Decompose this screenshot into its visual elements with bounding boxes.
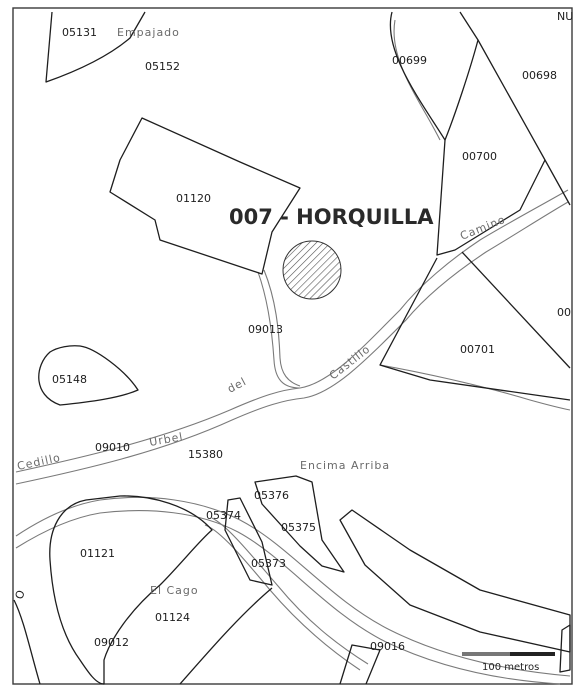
parcel-label: 05148: [52, 373, 87, 386]
parcel-label: 00699: [392, 54, 427, 67]
parcel-label: 01124: [155, 611, 190, 624]
parcel-05373: [224, 497, 273, 586]
parcel-05131: [45, 11, 146, 83]
parcel-label: 05376: [254, 489, 289, 502]
parcel-01121: [49, 495, 213, 685]
map-frame: [12, 7, 573, 685]
parcel-label: 05375: [281, 521, 316, 534]
parcel-label: 00698: [522, 69, 557, 82]
parcel-label: 00700: [462, 150, 497, 163]
parcel-05376: [254, 475, 345, 573]
location-marker: [282, 240, 342, 300]
parcel-label: 00701: [460, 343, 495, 356]
place-label: Encima Arriba: [300, 459, 390, 472]
road-castillo-spur: [257, 271, 301, 389]
parcel-label: 05374: [206, 509, 241, 522]
parcel-09016: [339, 644, 381, 685]
parcel-01124: [179, 587, 273, 685]
parcel-label: 05152: [145, 60, 180, 73]
parcel-label: 15380: [188, 448, 223, 461]
road-thin-east: [379, 364, 571, 411]
parcel-00700: [436, 139, 546, 256]
parcel-labels: 05131 05152 00699 00698 00700 01120 0901…: [52, 26, 557, 653]
parcel-label: 09010: [95, 441, 130, 454]
parcel-00699: [389, 11, 479, 141]
parcel-label: 05131: [62, 26, 97, 39]
parcel-007-east: [461, 251, 571, 369]
scale-bar-dark: [510, 652, 555, 656]
road-diagonal-edge: [211, 517, 369, 665]
road-castillo-spur-edge: [263, 269, 301, 387]
place-label: El Cago: [150, 584, 199, 597]
parcel-west-edge: [13, 599, 41, 685]
parcel-01120: [109, 117, 301, 275]
parcel-label: 01121: [80, 547, 115, 560]
scale-bar: 100 metros: [462, 652, 555, 673]
place-label: Empajado: [117, 26, 180, 39]
edge-label: 00: [557, 306, 571, 319]
road-urbel-edge: [15, 201, 569, 485]
parcel-label: 01120: [176, 192, 211, 205]
parcel-label: 09012: [94, 636, 129, 649]
scale-bar-label: 100 metros: [482, 662, 539, 673]
place-label: Urbel: [148, 430, 184, 449]
scale-bar-light: [462, 652, 510, 656]
parcel-label: 05373: [251, 557, 286, 570]
parcel-label: 09013: [248, 323, 283, 336]
parcel-label: 09016: [370, 640, 405, 653]
parcel-05148: [38, 345, 139, 406]
roads: [15, 19, 571, 685]
road-urbel: [15, 189, 569, 473]
parcel-00701: [379, 257, 571, 401]
road-lower-edge: [15, 510, 561, 685]
parcel-south-right: [559, 624, 571, 673]
parcels: [13, 11, 571, 685]
edge-label: NU: [557, 10, 573, 23]
map-title: 007 - HORQUILLA: [229, 205, 434, 229]
